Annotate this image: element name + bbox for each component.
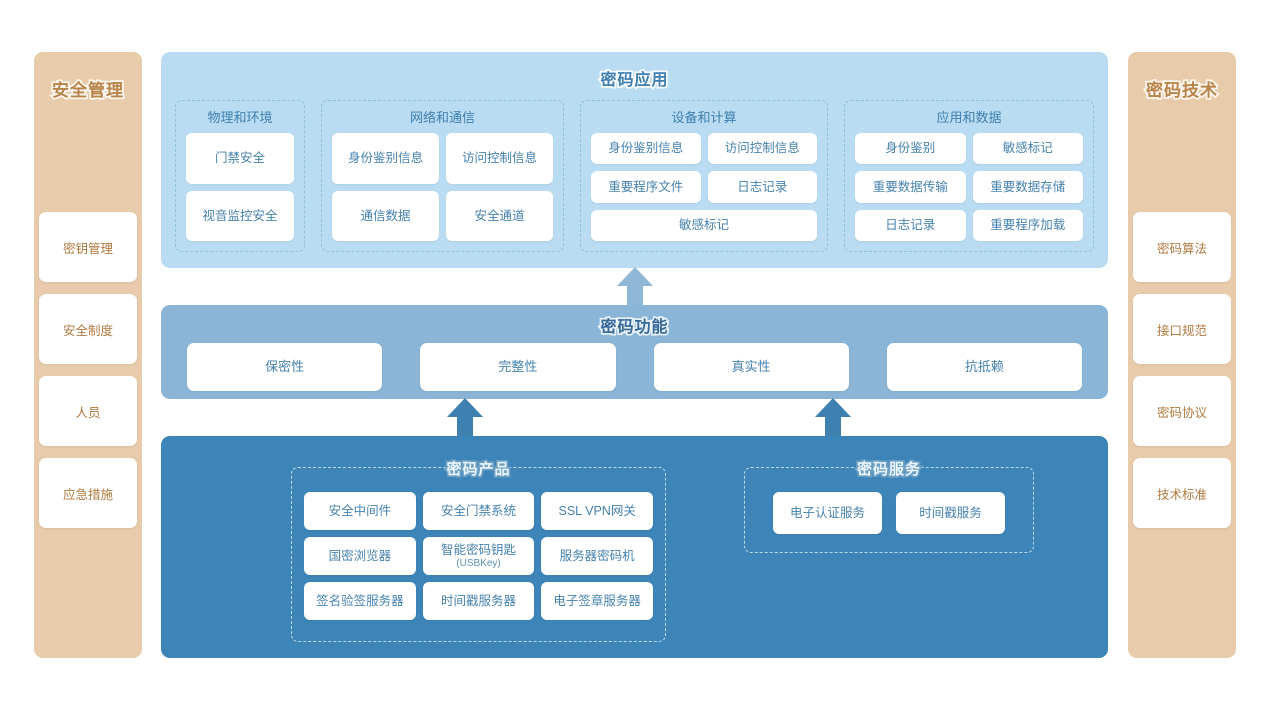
- layer-function-title: 密码功能: [599, 317, 670, 338]
- group-device-computing: 设备和计算 身份鉴别信息 访问控制信息 重要程序文件 日志记录 敏感标记: [580, 100, 828, 252]
- sidebar-item-label: 安全制度: [62, 323, 113, 338]
- chip-communication-data[interactable]: 通信数据: [332, 190, 439, 241]
- chip-signature-verification-server[interactable]: 签名验签服务器: [304, 582, 416, 620]
- chip-access-control-info[interactable]: 访问控制信息: [707, 133, 817, 165]
- sidebar-item-interface-spec[interactable]: 接口规范: [1133, 294, 1231, 364]
- sidebar-security-management: 安全管理 密钥管理 安全制度 人员 应急措施: [34, 52, 142, 658]
- sidebar-crypto-technology: 密码技术 密码算法 接口规范 密码协议 技术标准: [1128, 52, 1236, 658]
- sidebar-item-key-management[interactable]: 密钥管理: [39, 212, 137, 282]
- sidebar-item-technical-standard[interactable]: 技术标准: [1133, 458, 1231, 528]
- sidebar-item-label: 密码协议: [1156, 405, 1207, 420]
- chip-log-record[interactable]: 日志记录: [707, 171, 817, 203]
- sidebar-item-label: 应急措施: [62, 487, 113, 502]
- sidebar-item-crypto-algorithm[interactable]: 密码算法: [1133, 212, 1231, 282]
- service-items: 电子认证服务 时间戳服务: [757, 492, 1021, 534]
- layer-crypto-product-service: 密码产品 安全中间件 安全门禁系统 SSL VPN网关 国密浏览器 智能密码钥匙…: [161, 436, 1108, 658]
- group-items: 身份鉴别信息 访问控制信息 通信数据 安全通道: [332, 133, 553, 241]
- chip-security-middleware[interactable]: 安全中间件: [304, 492, 416, 530]
- group-title: 网络和通信: [409, 110, 475, 125]
- sidebar-right-items: 密码算法 接口规范 密码协议 技术标准: [1133, 212, 1231, 528]
- sidebar-item-label: 接口规范: [1156, 323, 1207, 338]
- chip-label: 智能密码钥匙: [440, 542, 516, 557]
- chip-log-record[interactable]: 日志记录: [855, 209, 966, 241]
- arrow-service-to-function-icon: [811, 396, 855, 440]
- function-items: 保密性 完整性 真实性 抗抵赖: [187, 343, 1082, 391]
- group-physical-environment: 物理和环境 门禁安全 视音监控安全: [175, 100, 305, 252]
- chip-security-access-control-system[interactable]: 安全门禁系统: [422, 492, 535, 530]
- chip-server-crypto-machine[interactable]: 服务器密码机: [541, 537, 653, 575]
- chip-integrity[interactable]: 完整性: [420, 343, 616, 391]
- group-title: 应用和数据: [936, 110, 1002, 125]
- sidebar-left-items: 密钥管理 安全制度 人员 应急措施: [39, 212, 137, 528]
- sidebar-item-label: 密钥管理: [62, 241, 113, 256]
- chip-confidentiality[interactable]: 保密性: [187, 343, 383, 391]
- arrow-function-to-application-icon: [613, 265, 657, 309]
- product-items: 安全中间件 安全门禁系统 SSL VPN网关 国密浏览器 智能密码钥匙 (USB…: [304, 492, 653, 620]
- layer-crypto-application: 密码应用 物理和环境 门禁安全 视音监控安全 网络和通信 身份鉴别信息 访问控制…: [161, 52, 1108, 268]
- chip-access-control-security[interactable]: 门禁安全: [186, 133, 294, 184]
- chip-sublabel: (USBKey): [456, 557, 501, 569]
- chip-electronic-seal-server[interactable]: 电子签章服务器: [541, 582, 653, 620]
- group-title: 设备和计算: [671, 110, 737, 125]
- sidebar-item-emergency-measures[interactable]: 应急措施: [39, 458, 137, 528]
- chip-critical-data-storage[interactable]: 重要数据存储: [972, 171, 1083, 203]
- group-application-data: 应用和数据 身份鉴别 敏感标记 重要数据传输 重要数据存储 日志记录 重要程序加…: [844, 100, 1094, 252]
- chip-timestamp-server[interactable]: 时间戳服务器: [422, 582, 535, 620]
- box-services-title: 密码服务: [855, 459, 922, 480]
- chip-non-repudiation[interactable]: 抗抵赖: [886, 343, 1082, 391]
- chip-ssl-vpn-gateway[interactable]: SSL VPN网关: [541, 492, 653, 530]
- chip-identity-auth-info[interactable]: 身份鉴别信息: [591, 133, 701, 165]
- group-items: 身份鉴别信息 访问控制信息 重要程序文件 日志记录 敏感标记: [591, 133, 817, 241]
- chip-electronic-certification-service[interactable]: 电子认证服务: [773, 492, 882, 534]
- layer-application-title: 密码应用: [599, 70, 670, 91]
- application-groups: 物理和环境 门禁安全 视音监控安全 网络和通信 身份鉴别信息 访问控制信息 通信…: [175, 100, 1094, 252]
- sidebar-right-title: 密码技术: [1144, 79, 1219, 102]
- chip-av-monitoring-security[interactable]: 视音监控安全: [186, 190, 294, 241]
- chip-identity-authentication[interactable]: 身份鉴别: [855, 133, 966, 165]
- chip-timestamp-service[interactable]: 时间戳服务: [896, 492, 1005, 534]
- chip-critical-program-file[interactable]: 重要程序文件: [591, 171, 701, 203]
- chip-access-control-info[interactable]: 访问控制信息: [446, 133, 553, 184]
- group-network-communication: 网络和通信 身份鉴别信息 访问控制信息 通信数据 安全通道: [321, 100, 564, 252]
- group-items: 身份鉴别 敏感标记 重要数据传输 重要数据存储 日志记录 重要程序加载: [855, 133, 1083, 241]
- chip-sm-browser[interactable]: 国密浏览器: [304, 537, 416, 575]
- chip-identity-auth-info[interactable]: 身份鉴别信息: [332, 133, 439, 184]
- chip-sensitive-marking[interactable]: 敏感标记: [972, 133, 1083, 165]
- chip-secure-channel[interactable]: 安全通道: [446, 190, 553, 241]
- arrow-product-to-function-icon: [443, 396, 487, 440]
- chip-authenticity[interactable]: 真实性: [653, 343, 849, 391]
- sidebar-item-label: 人员: [75, 405, 101, 420]
- sidebar-item-crypto-protocol[interactable]: 密码协议: [1133, 376, 1231, 446]
- chip-sensitive-marking[interactable]: 敏感标记: [591, 209, 817, 241]
- box-products-title: 密码产品: [445, 459, 512, 480]
- sidebar-item-label: 技术标准: [1156, 487, 1207, 502]
- sidebar-left-title: 安全管理: [50, 79, 125, 102]
- sidebar-item-personnel[interactable]: 人员: [39, 376, 137, 446]
- chip-smart-crypto-key[interactable]: 智能密码钥匙 (USBKey): [422, 537, 535, 575]
- chip-critical-program-loading[interactable]: 重要程序加载: [972, 209, 1083, 241]
- group-items: 门禁安全 视音监控安全: [186, 133, 294, 241]
- layer-crypto-function: 密码功能 保密性 完整性 真实性 抗抵赖: [161, 305, 1108, 399]
- group-title: 物理和环境: [207, 110, 273, 125]
- box-crypto-services: 密码服务 电子认证服务 时间戳服务: [744, 459, 1034, 553]
- sidebar-item-security-policy[interactable]: 安全制度: [39, 294, 137, 364]
- chip-critical-data-transmission[interactable]: 重要数据传输: [855, 171, 966, 203]
- box-crypto-products: 密码产品 安全中间件 安全门禁系统 SSL VPN网关 国密浏览器 智能密码钥匙…: [291, 459, 666, 642]
- sidebar-item-label: 密码算法: [1156, 241, 1207, 256]
